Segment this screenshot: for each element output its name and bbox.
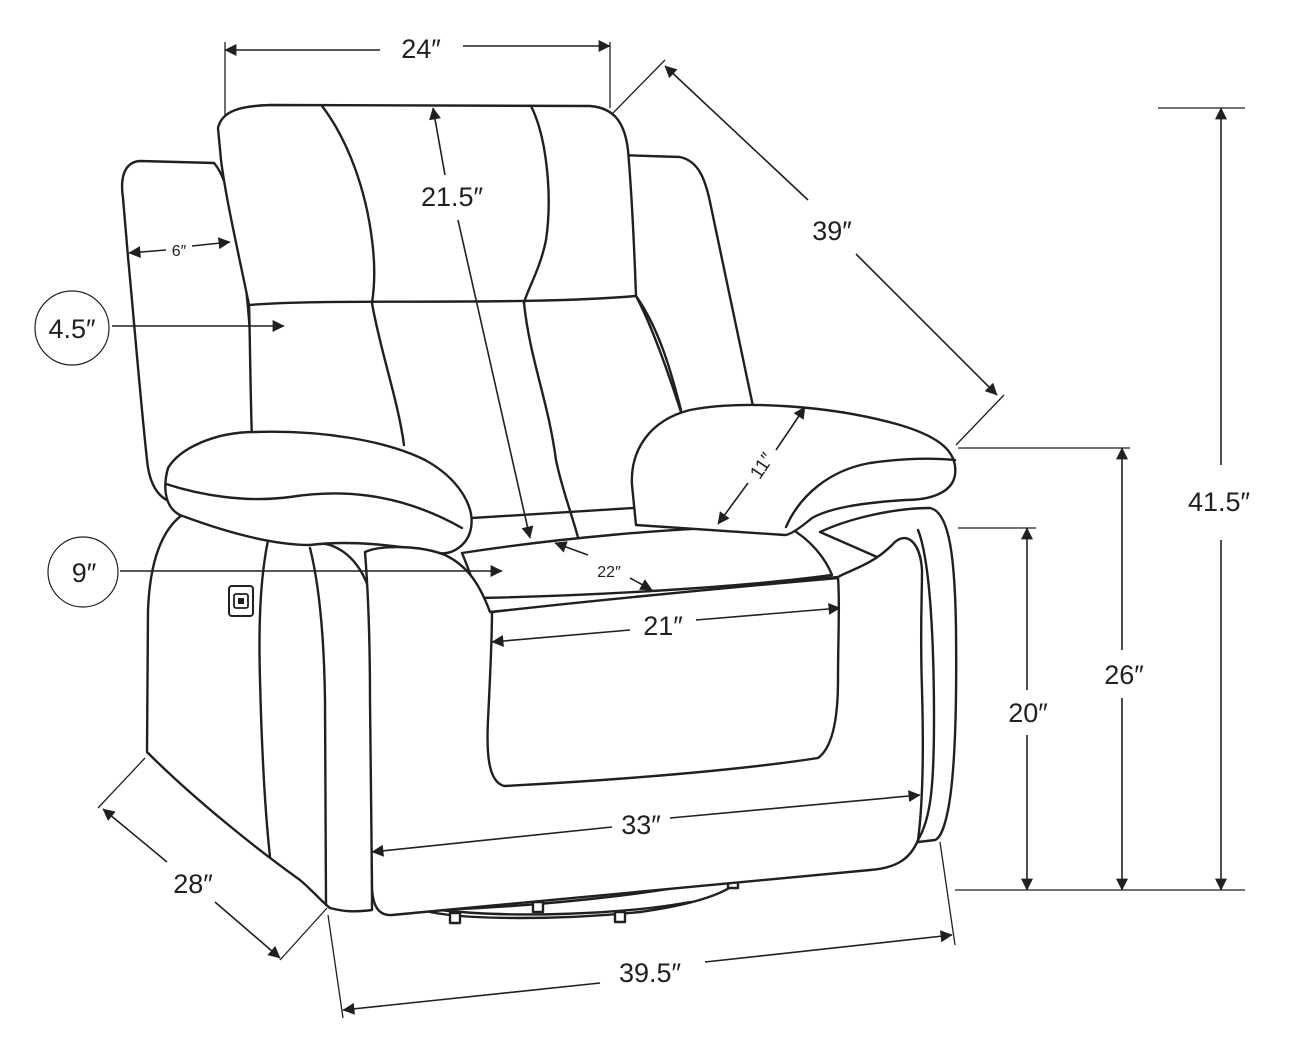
label-seat-height: 20″	[1008, 698, 1048, 728]
left-arm-top	[164, 430, 473, 555]
back-lower-left-seam	[370, 301, 406, 447]
label-depth-diagonal: 39″	[812, 216, 852, 246]
back-right-panel-edge	[634, 294, 683, 412]
chair-drawing	[120, 103, 958, 925]
left-body-side	[145, 513, 374, 913]
label-overall-width: 39.5″	[619, 958, 682, 988]
label-arm-thickness: 9″	[72, 558, 97, 588]
right-side-inner-edge	[916, 528, 936, 842]
legrest-panel	[486, 576, 841, 788]
label-back-height: 21.5″	[421, 182, 484, 212]
dimension-lines	[34, 40, 1245, 1019]
label-side-depth: 28″	[173, 869, 213, 899]
back-lower-right-seam	[522, 301, 582, 547]
backrest	[216, 103, 684, 522]
back-upper-seam	[247, 294, 638, 307]
power-button-icon[interactable]	[228, 585, 254, 617]
label-back-thickness: 4.5″	[48, 314, 96, 344]
swivel-base-rim	[438, 900, 692, 916]
label-seat-depth: 22″	[597, 564, 621, 581]
back-right-seam	[522, 104, 550, 305]
left-arm-seam	[164, 482, 464, 530]
left-body-seam	[258, 538, 272, 859]
label-arm-width: 6″	[172, 243, 187, 260]
label-overall-height: 41.5″	[1188, 487, 1251, 517]
back-left-seam	[320, 104, 376, 305]
label-arm-height: 26″	[1104, 660, 1144, 690]
left-front-edge	[308, 546, 328, 907]
label-front-width: 33″	[621, 810, 661, 840]
right-arm-seam	[784, 457, 957, 529]
label-back-width: 24″	[401, 34, 441, 64]
label-seat-width: 21″	[643, 611, 683, 641]
